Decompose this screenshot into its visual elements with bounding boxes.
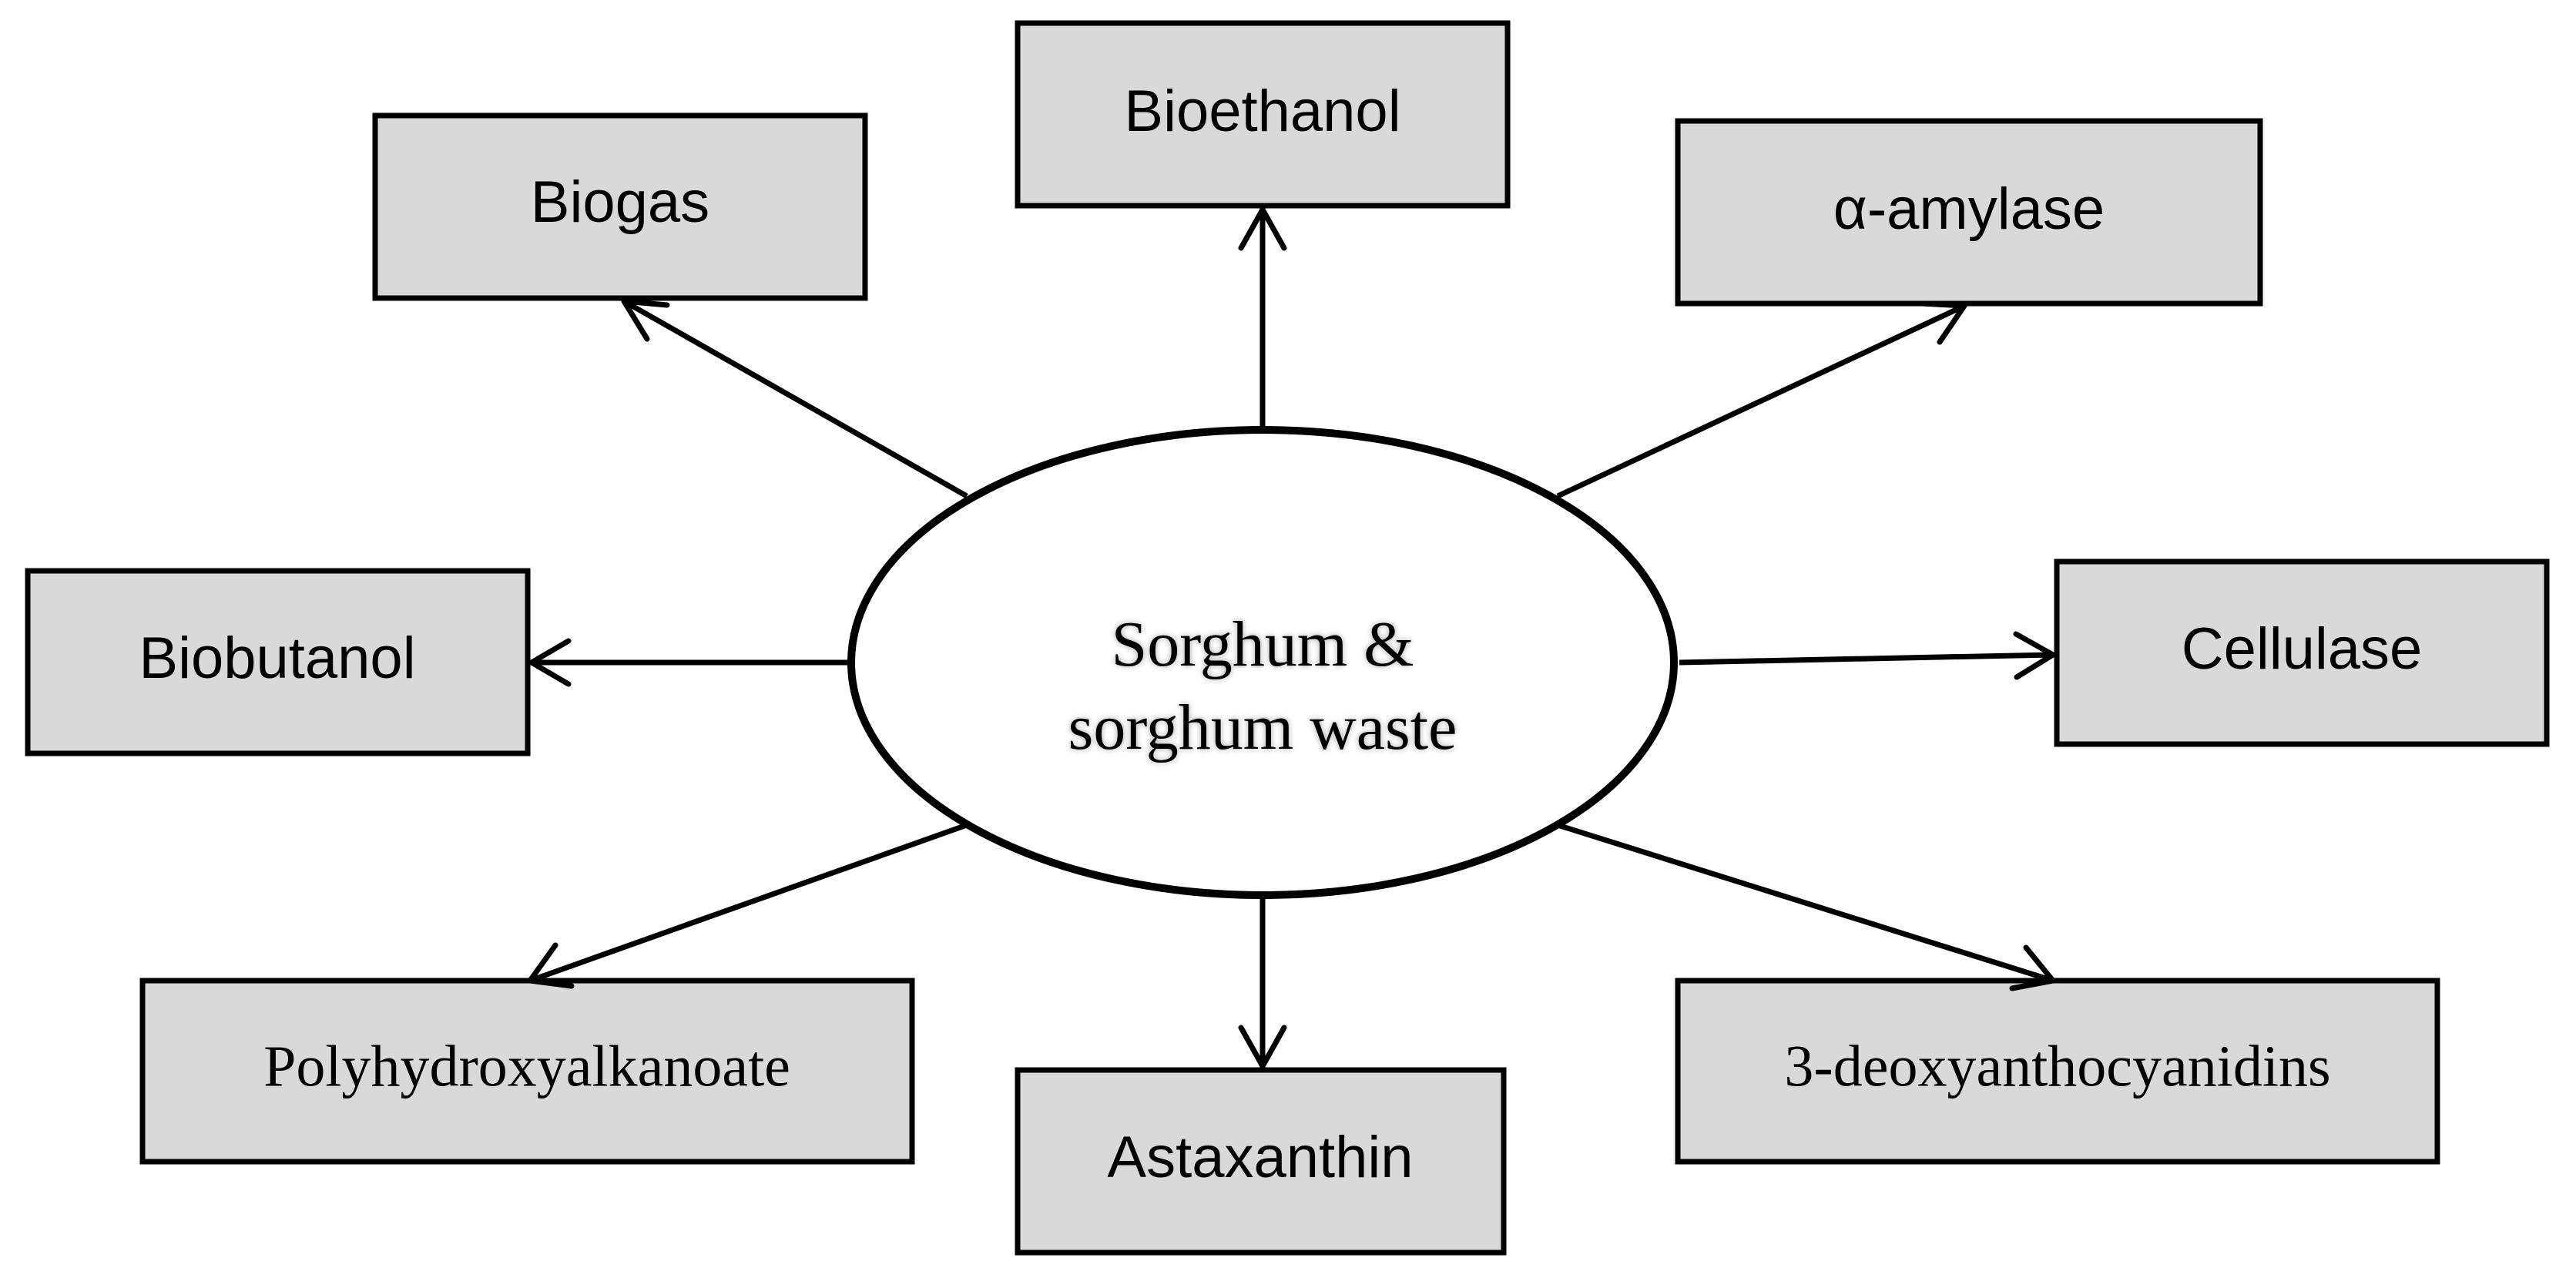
node-polyhydroxyalkanoate: Polyhydroxyalkanoate bbox=[139, 978, 915, 1165]
node-biogas-label: Biogas bbox=[531, 169, 709, 235]
node-alpha-amylase: α-amylase bbox=[1675, 118, 2263, 307]
node-astaxanthin: Astaxanthin bbox=[1015, 1067, 1507, 1256]
node-biogas: Biogas bbox=[372, 112, 868, 301]
node-bioethanol-label: Bioethanol bbox=[1124, 79, 1400, 144]
node-polyhydroxyalkanoate-label: Polyhydroxyalkanoate bbox=[263, 1034, 790, 1099]
arrow-to-astaxanthin bbox=[1238, 895, 1287, 1069]
arrow-to-alpha-amylase bbox=[1556, 300, 1967, 499]
node-cellulase: Cellulase bbox=[2054, 558, 2550, 747]
node-sorghum-center: Sorghum & sorghum waste bbox=[847, 426, 1678, 899]
node-biobutanol-label: Biobutanol bbox=[139, 626, 415, 691]
arrow-to-biobutanol bbox=[528, 638, 850, 687]
node-alpha-amylase-label: α-amylase bbox=[1833, 176, 2105, 242]
center-label-line1: Sorghum & bbox=[1112, 609, 1414, 680]
arrow-to-cellulase bbox=[1679, 631, 2056, 680]
center-label-line2: sorghum waste bbox=[1068, 692, 1457, 763]
arrow-to-biogas bbox=[621, 298, 968, 499]
node-3-deoxyanthocyanidins-label: 3-deoxyanthocyanidins bbox=[1784, 1034, 2330, 1099]
node-bioethanol: Bioethanol bbox=[1015, 20, 1511, 209]
node-cellulase-label: Cellulase bbox=[2182, 616, 2423, 682]
node-biobutanol: Biobutanol bbox=[25, 568, 531, 756]
node-astaxanthin-label: Astaxanthin bbox=[1107, 1125, 1413, 1190]
arrow-to-bioethanol bbox=[1238, 206, 1287, 430]
arrow-to-polyhydroxyalkanoate bbox=[527, 822, 968, 989]
node-3-deoxyanthocyanidins: 3-deoxyanthocyanidins bbox=[1675, 978, 2440, 1165]
arrow-to-3-deoxyanthocyanidins bbox=[1556, 822, 2056, 991]
